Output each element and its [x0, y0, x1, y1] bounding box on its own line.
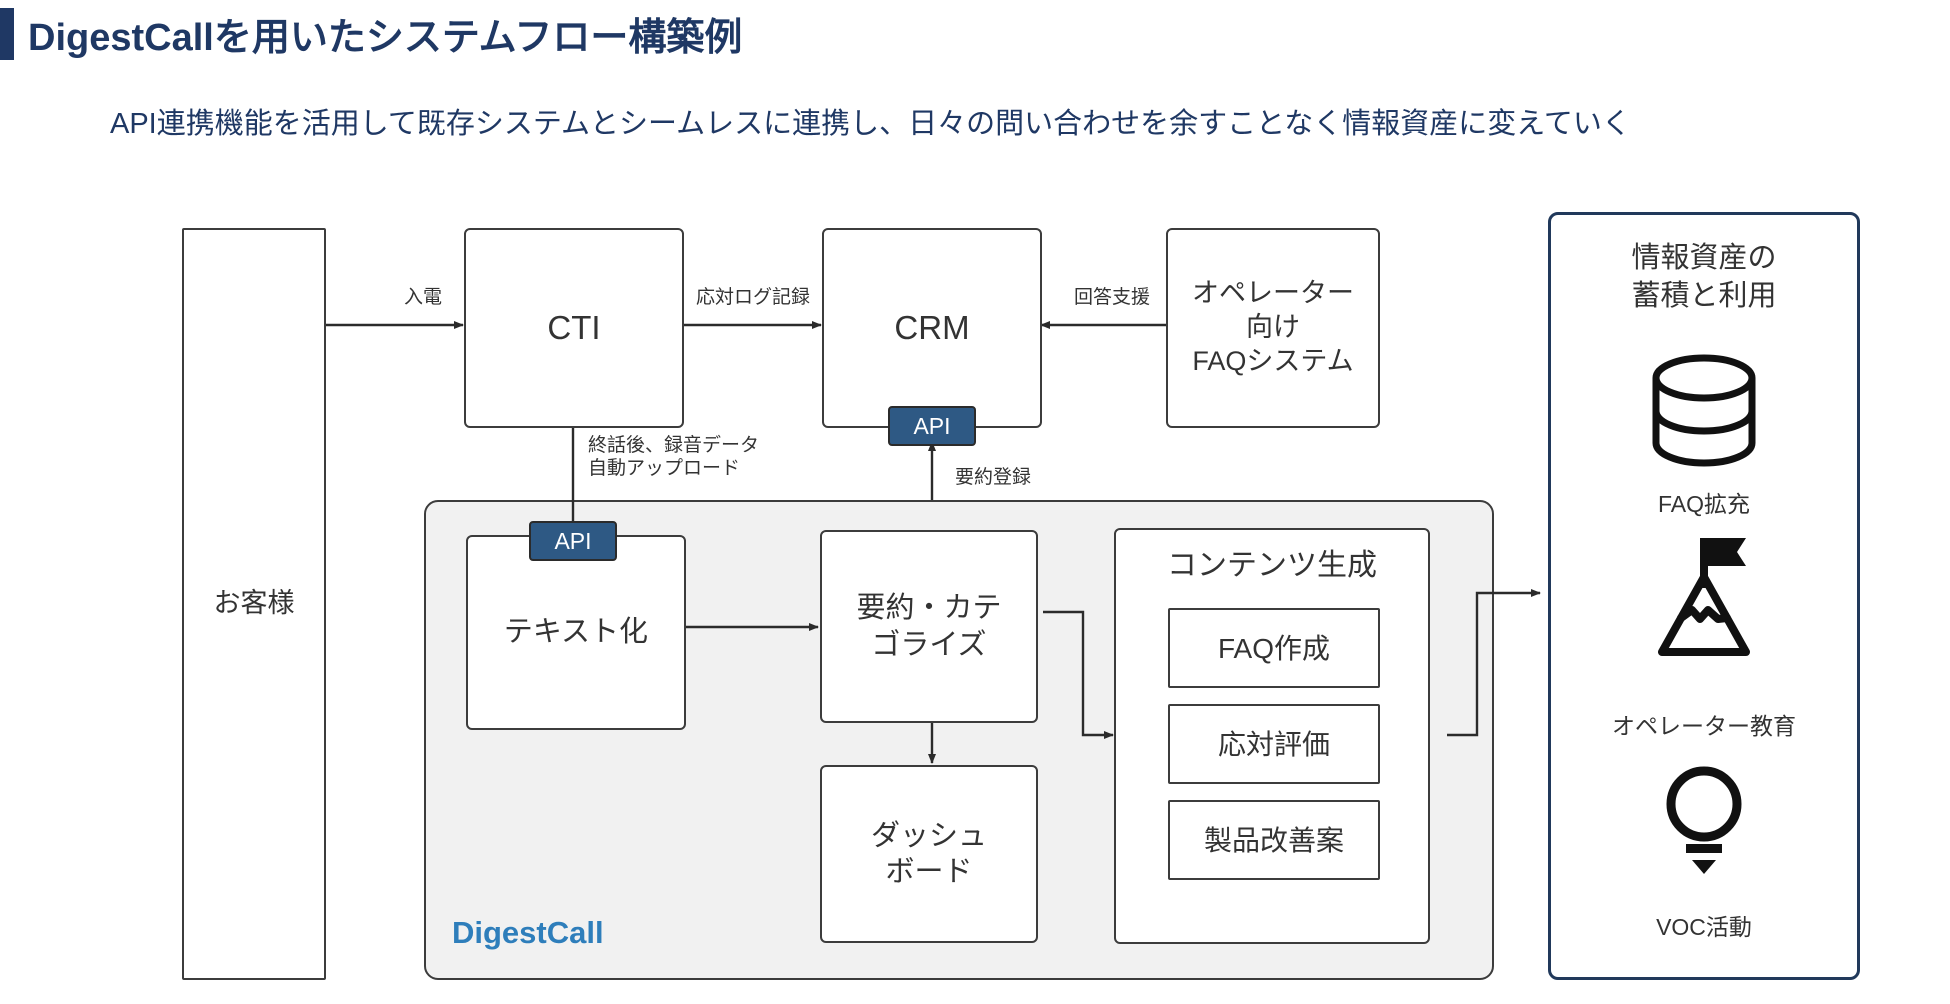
- page-title: DigestCallを用いたシステムフロー構築例: [28, 17, 743, 59]
- node-text-conversion[interactable]: テキスト化: [466, 535, 686, 730]
- node-customer-label: お客様: [213, 588, 295, 619]
- node-faq-system-label: オペレーター 向け FAQシステム: [1192, 278, 1354, 376]
- edge-label-upload-after-call: 終話後、録音データ 自動アップロード: [588, 435, 760, 479]
- node-faq-create-label: FAQ作成: [1217, 632, 1330, 664]
- api-chip-crm-label: API: [913, 412, 951, 439]
- node-response-evaluation-label: 応対評価: [1217, 728, 1330, 760]
- node-faq-system[interactable]: オペレーター 向け FAQシステム: [1166, 228, 1380, 428]
- node-response-evaluation[interactable]: 応対評価: [1168, 704, 1380, 784]
- node-text-conversion-label: テキスト化: [503, 616, 649, 649]
- node-dashboard[interactable]: ダッシュ ボード: [820, 765, 1038, 943]
- node-cti-label: CTI: [547, 309, 601, 347]
- edge-label-summary-register: 要約登録: [955, 467, 1032, 488]
- outcome-label-operator-training: オペレーター教育: [1612, 713, 1796, 739]
- mountain-flag-icon: [1634, 530, 1774, 665]
- node-summarize-label: 要約・カテ ゴライズ: [856, 592, 1002, 661]
- edge-label-log-record: 応対ログ記録: [695, 287, 810, 308]
- edge-label-answer-support: 回答支援: [1073, 287, 1150, 308]
- digestcall-brand-label: DigestCall: [452, 915, 604, 950]
- page-subtitle: API連携機能を活用して既存システムとシームレスに連携し、日々の問い合わせを余す…: [110, 108, 1631, 140]
- outcome-panel-title: 情報資産の 蓄積と利用: [1631, 242, 1777, 312]
- lightbulb-icon: [1634, 760, 1774, 885]
- node-cti[interactable]: CTI: [464, 228, 684, 428]
- edge-label-incoming-call: 入電: [403, 287, 442, 308]
- outcome-label-faq-expansion: FAQ拡充: [1657, 491, 1750, 517]
- node-faq-create[interactable]: FAQ作成: [1168, 608, 1380, 688]
- node-crm-label: CRM: [894, 309, 970, 347]
- node-summarize[interactable]: 要約・カテ ゴライズ: [820, 530, 1038, 723]
- node-product-improvement[interactable]: 製品改善案: [1168, 800, 1380, 880]
- node-crm[interactable]: CRM: [822, 228, 1042, 428]
- outcome-label-voc-activity: VOC活動: [1656, 914, 1752, 940]
- node-customer[interactable]: お客様: [182, 228, 326, 980]
- title-accent-bar: [0, 8, 14, 60]
- database-icon: [1634, 348, 1774, 478]
- group-content-generation-title: コンテンツ生成: [1167, 549, 1377, 582]
- node-dashboard-label: ダッシュ ボード: [870, 819, 987, 888]
- api-chip-text-conversion[interactable]: API: [529, 521, 617, 561]
- api-chip-text-conversion-label: API: [554, 527, 592, 554]
- api-chip-crm[interactable]: API: [888, 406, 976, 446]
- node-product-improvement-label: 製品改善案: [1203, 824, 1344, 856]
